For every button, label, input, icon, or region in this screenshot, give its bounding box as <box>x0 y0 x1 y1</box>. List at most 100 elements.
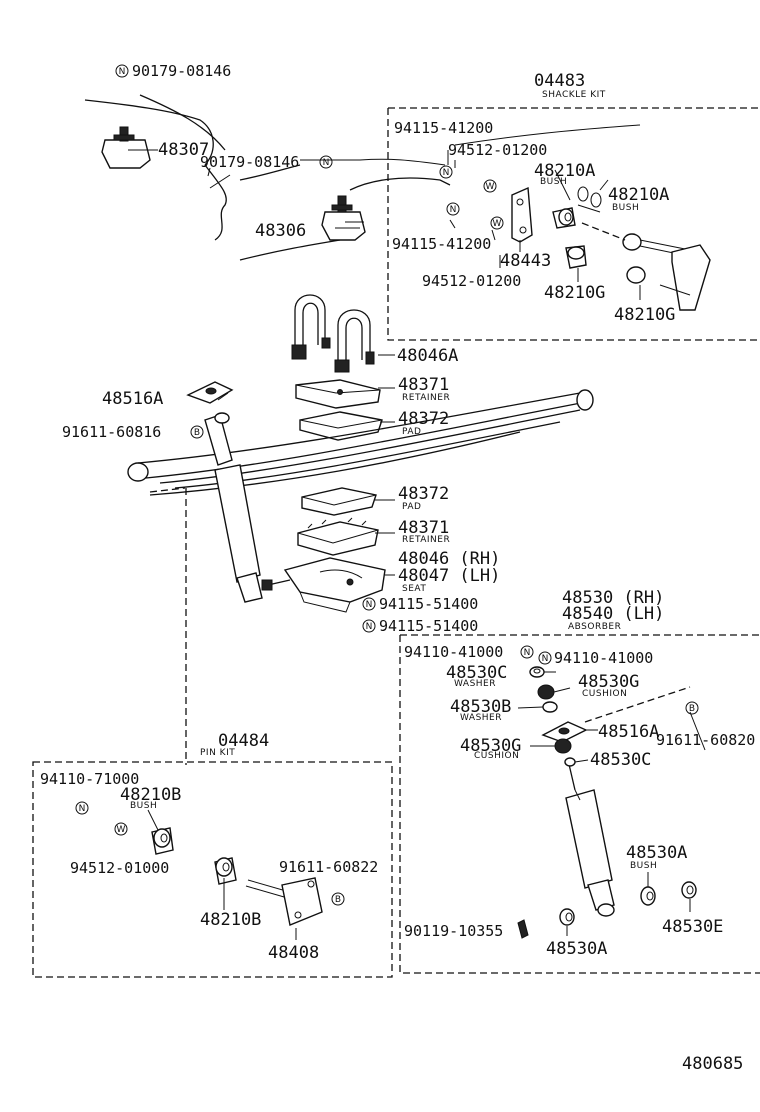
bush-48530A-b <box>559 908 575 926</box>
cushion-48530G-b <box>554 738 572 754</box>
label-48047-lh: 48047 (LH) <box>398 566 500 586</box>
washer-48530C-a <box>529 666 545 678</box>
svg-text:N: N <box>119 67 126 77</box>
label-shackle-kit: SHACKLE KIT <box>542 90 606 100</box>
n-symbol: N <box>538 651 552 665</box>
label-48210A-b: 48210A <box>608 185 669 205</box>
label-91611-60820: 91611-60820 <box>656 731 755 749</box>
label-48530B: 48530B <box>450 697 511 717</box>
bush-48210A-outer <box>577 186 602 213</box>
b-symbol: B <box>190 425 204 439</box>
label-48372-a: 48372 <box>398 409 449 429</box>
bolt-90119 <box>517 919 529 939</box>
label-48516A-a: 48516A <box>102 389 163 409</box>
label-48210A-a-bush: BUSH <box>540 177 567 187</box>
label-48540-lh: 48540 (LH) <box>562 604 664 624</box>
b-symbol: B <box>685 701 699 715</box>
w-symbol: W <box>483 179 497 193</box>
label-90119-10355: 90119-10355 <box>404 922 503 940</box>
label-48530G-a: 48530G <box>578 672 639 692</box>
label-48530C-a-washer: WASHER <box>454 679 496 689</box>
absorber-box <box>399 634 760 974</box>
part-labels: 90179-08146 48307 90179-08146 48306 0448… <box>40 62 755 1074</box>
label-48530A-a-bush: BUSH <box>630 861 657 871</box>
u-bolt-48046A <box>291 294 375 373</box>
leader-lines <box>140 149 706 940</box>
label-48046A: 48046A <box>397 346 458 366</box>
n-symbol: N <box>319 155 333 169</box>
label-48372-b: 48372 <box>398 484 449 504</box>
n-symbol: N <box>520 645 534 659</box>
w-symbol: W <box>114 822 128 836</box>
label-91611-60816: 91611-60816 <box>62 423 161 441</box>
label-48306: 48306 <box>255 221 306 241</box>
label-pin-kit: PIN KIT <box>200 748 235 758</box>
label-04483: 04483 <box>534 71 585 91</box>
svg-text:W: W <box>493 219 502 229</box>
spring-seat-48046 <box>261 557 386 613</box>
label-48371-a: 48371 <box>398 375 449 395</box>
absorber-leader <box>584 686 691 723</box>
bush-48530A-a <box>640 886 656 906</box>
label-48210B-a: 48210B <box>120 785 181 805</box>
label-48530A-b: 48530A <box>546 939 607 959</box>
svg-text:N: N <box>450 205 457 215</box>
svg-text:N: N <box>542 654 549 664</box>
label-94115-41200-b: 94115-41200 <box>392 235 491 253</box>
label-48530C-a: 48530C <box>446 663 507 683</box>
label-48210G-a: 48210G <box>544 283 605 303</box>
shackle-kit-box <box>387 107 760 341</box>
retainer-48371-bottom <box>297 517 379 556</box>
svg-text:B: B <box>689 704 695 714</box>
label-94115-51400-a: 94115-51400 <box>379 595 478 613</box>
label-48046-rh: 48046 (RH) <box>398 549 500 569</box>
plate-48516A-left <box>186 381 234 404</box>
b-circle-symbols: B B B <box>190 425 699 906</box>
pin-kit-box <box>32 761 393 978</box>
shock-absorber-left <box>204 412 263 603</box>
label-48530G-a-cushion: CUSHION <box>582 689 627 699</box>
pad-48372-top <box>299 411 383 441</box>
washer-48530B <box>542 701 558 713</box>
pin-48408 <box>245 877 323 926</box>
bush-48210A-inner <box>552 207 576 229</box>
label-48210B-a-bush: BUSH <box>130 801 157 811</box>
label-48408: 48408 <box>268 943 319 963</box>
bush-48210B-a <box>151 827 174 855</box>
diagram-id: 480685 <box>682 1054 743 1074</box>
n-symbol: N <box>362 619 376 633</box>
bush-48210G-a <box>565 245 587 269</box>
svg-text:W: W <box>486 182 495 192</box>
label-90179-mid: 90179-08146 <box>200 153 299 171</box>
label-94512-01200-b: 94512-01200 <box>422 272 521 290</box>
label-48210B-b: 48210B <box>200 910 261 930</box>
svg-text:N: N <box>366 600 373 610</box>
label-48530-rh: 48530 (RH) <box>562 588 664 608</box>
label-94512-01200-a: 94512-01200 <box>448 141 547 159</box>
label-48210A-a: 48210A <box>534 161 595 181</box>
label-94110-41000-b: 94110-41000 <box>554 649 653 667</box>
label-48371-a-retainer: RETAINER <box>402 393 450 403</box>
label-48210G-b: 48210G <box>614 305 675 325</box>
label-absorber: ABSORBER <box>568 622 621 632</box>
label-94115-51400-b: 94115-51400 <box>379 617 478 635</box>
washer-48530E <box>681 881 697 899</box>
label-48372-a-pad: PAD <box>402 427 421 437</box>
svg-text:B: B <box>194 428 200 438</box>
n-symbol: N <box>362 597 376 611</box>
bolt-48210G <box>622 233 711 311</box>
n-symbol: N <box>439 165 453 179</box>
frame-lines <box>84 94 641 261</box>
leaf-spring <box>127 389 594 496</box>
label-48530B-washer: WASHER <box>460 713 502 723</box>
label-90179-top: 90179-08146 <box>132 62 231 80</box>
svg-text:N: N <box>524 648 531 658</box>
svg-text:N: N <box>366 622 373 632</box>
label-48530A-a: 48530A <box>626 843 687 863</box>
label-94512-01000: 94512-01000 <box>70 859 169 877</box>
svg-text:N: N <box>323 158 330 168</box>
retainer-48371-top <box>295 379 381 409</box>
label-48530G-b-cushion: CUSHION <box>474 751 519 761</box>
label-48530C-b: 48530C <box>590 750 651 770</box>
svg-text:N: N <box>79 804 86 814</box>
